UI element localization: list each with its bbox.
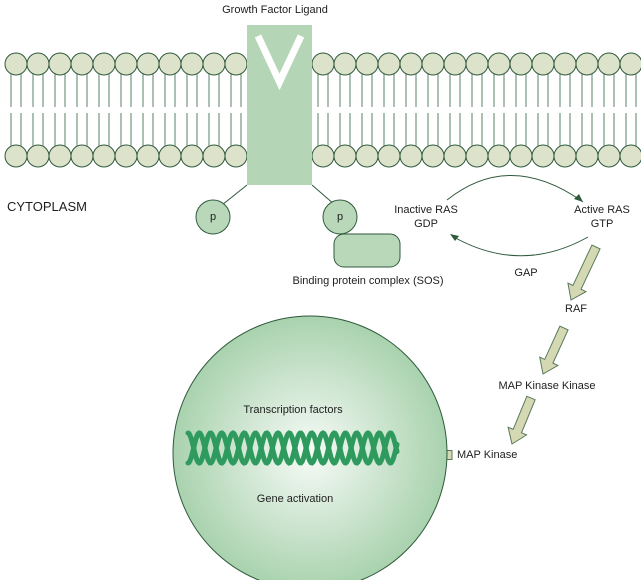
lipid-head <box>575 144 599 168</box>
lipid-head <box>26 52 50 76</box>
lipid-head <box>311 52 335 76</box>
transcription-label: Transcription factors <box>243 404 343 416</box>
inactive-ras-label: Inactive RAS <box>394 204 458 216</box>
lipid-head <box>333 52 357 76</box>
lipid-head <box>180 52 204 76</box>
lipid-head <box>487 144 511 168</box>
lipid-head <box>399 144 423 168</box>
sos-label: Binding protein complex (SOS) <box>292 275 444 287</box>
ligand-notch <box>254 34 305 91</box>
receptor <box>221 25 336 206</box>
mapk-label: MAP Kinase <box>457 449 518 461</box>
arrow-mapkk-to-mapk <box>507 395 536 445</box>
arrow-raf-to-mapkk <box>539 325 569 375</box>
lipid-head <box>114 144 138 168</box>
lipid-head <box>48 144 72 168</box>
arrow-ras-to-raf <box>567 244 601 301</box>
lipid-head <box>465 52 489 76</box>
lipid-tails <box>10 74 637 146</box>
lipid-head <box>4 52 28 76</box>
lipid-head <box>70 144 94 168</box>
lipid-head <box>26 144 50 168</box>
lipid-head <box>4 144 28 168</box>
phosphate-right-label: p <box>336 211 344 223</box>
lipid-head <box>553 52 577 76</box>
lipid-head <box>421 52 445 76</box>
lipid-head <box>202 52 226 76</box>
lipid-head <box>70 52 94 76</box>
dna-helix-icon <box>185 430 400 466</box>
gene-activation-label: Gene activation <box>256 493 334 505</box>
cytoplasm-label: CYTOPLASM <box>7 199 87 214</box>
gap-label: GAP <box>514 267 538 279</box>
ligand-label: Growth Factor Ligand <box>222 4 328 16</box>
lipid-head <box>443 144 467 168</box>
lipid-head <box>509 144 533 168</box>
lipid-head <box>224 52 248 76</box>
lipid-head <box>92 52 116 76</box>
activation-arc <box>446 175 584 203</box>
lipid-head <box>487 52 511 76</box>
lipid-head <box>180 144 204 168</box>
lipid-head <box>136 144 160 168</box>
phosphate-right <box>322 199 358 235</box>
lipid-head <box>158 52 182 76</box>
lipid-head <box>311 144 335 168</box>
lipid-head <box>377 144 401 168</box>
lipid-head <box>619 52 641 76</box>
receptor-link-left <box>221 184 248 206</box>
lipid-head <box>92 144 116 168</box>
lipid-head <box>355 144 379 168</box>
phosphate-left-label: p <box>209 211 217 223</box>
lipid-heads <box>4 52 641 168</box>
lipid-head <box>597 144 621 168</box>
dna-strand <box>185 430 400 466</box>
lipid-head <box>224 144 248 168</box>
lipid-head <box>377 52 401 76</box>
lipid-head <box>136 52 160 76</box>
active-ras-gtp-label: GTP <box>590 218 614 230</box>
mapkk-label: MAP Kinase Kinase <box>498 380 596 392</box>
lipid-head <box>443 52 467 76</box>
lipid-head <box>465 144 489 168</box>
lipid-head <box>355 52 379 76</box>
lipid-head <box>509 52 533 76</box>
lipid-head <box>553 144 577 168</box>
lipid-head <box>619 144 641 168</box>
activation-arrowhead <box>574 194 583 202</box>
lipid-head <box>421 144 445 168</box>
raf-label: RAF <box>565 303 587 315</box>
lipid-head <box>202 144 226 168</box>
lipid-head <box>399 52 423 76</box>
nucleus <box>172 315 448 580</box>
gap-arrowhead <box>450 234 459 241</box>
sos-complex <box>333 233 401 268</box>
lipid-head <box>114 52 138 76</box>
lipid-head <box>575 52 599 76</box>
lipid-head <box>531 52 555 76</box>
lipid-head <box>531 144 555 168</box>
phosphate-left <box>195 199 231 235</box>
inactive-ras-gdp-label: GDP <box>414 218 438 230</box>
lipid-head <box>158 144 182 168</box>
active-ras-label: Active RAS <box>574 204 630 216</box>
lipid-head <box>48 52 72 76</box>
lipid-head <box>333 144 357 168</box>
receptor-link-right <box>311 184 336 206</box>
gap-arc <box>451 235 589 257</box>
lipid-head <box>597 52 621 76</box>
